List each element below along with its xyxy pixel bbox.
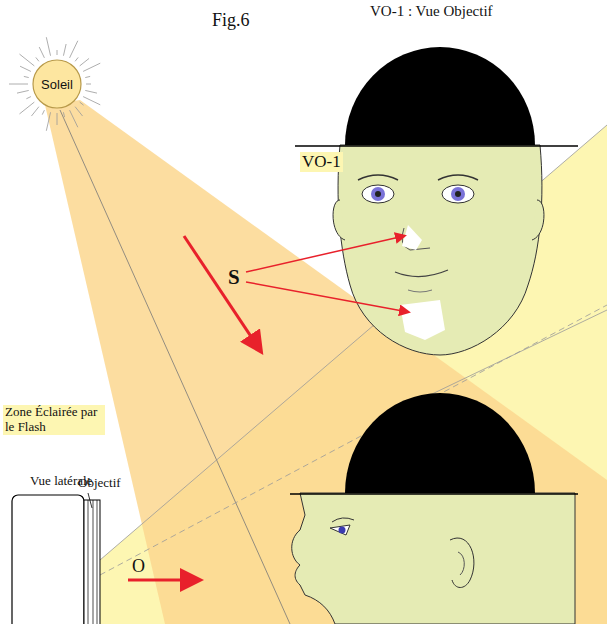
view-label: VO-1: [300, 152, 343, 172]
sun-rays: [9, 37, 100, 131]
zone-label: Zone Éclairée par le Flash: [3, 405, 105, 435]
callout-letter: S: [228, 265, 240, 289]
arrow-letter: O: [132, 556, 145, 577]
view-title: VO-1 : Vue Objectif: [370, 3, 493, 20]
front-face: [295, 47, 578, 355]
sun-circle: Soleil: [32, 59, 82, 109]
figure-number: Fig.6: [212, 10, 250, 31]
node-text: Soleil: [41, 77, 73, 92]
sun-light-cone: [45, 100, 607, 624]
part-name: Objectif: [78, 476, 121, 491]
side-head: [290, 393, 578, 624]
camera: [12, 493, 100, 624]
